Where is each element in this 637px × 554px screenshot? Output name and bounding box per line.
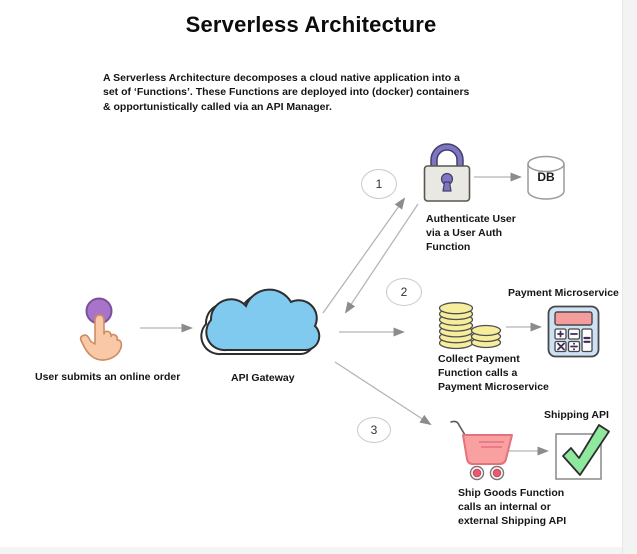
shopping-cart-icon [450, 420, 513, 481]
coin-stacks-icon [438, 302, 502, 350]
padlock-icon [423, 143, 471, 202]
shipping-service-title: Shipping API [544, 409, 609, 421]
db-label: DB [537, 170, 555, 184]
page-edge-bottom [0, 547, 622, 554]
cloud-icon [200, 288, 321, 356]
step-number: 2 [400, 285, 408, 299]
payment-function-caption: Collect Payment Function calls a Payment… [438, 353, 549, 394]
page-edge-right [622, 0, 637, 554]
page-title: Serverless Architecture [185, 12, 437, 37]
step-number: 1 [375, 177, 383, 191]
step-circle-2: 2 [386, 278, 422, 306]
api-gateway-caption: API Gateway [231, 372, 295, 384]
checkmark-icon [555, 424, 610, 480]
step-number: 3 [370, 423, 378, 437]
ship-function-caption: Ship Goods Function calls an internal or… [458, 487, 567, 528]
step-circle-1: 1 [361, 169, 397, 199]
hand-click-icon [79, 297, 123, 361]
description-text: A Serverless Architecture decomposes a c… [103, 72, 470, 113]
user-caption: User submits an online order [35, 371, 181, 383]
database-icon [527, 155, 565, 200]
calculator-icon [547, 305, 600, 358]
arrow-gateway-to-lock [322, 197, 406, 314]
step-circle-3: 3 [357, 417, 391, 443]
arrow-gateway-to-cart [334, 361, 432, 426]
arrow-lock-to-gateway [344, 203, 419, 314]
payment-service-title: Payment Microservice [508, 287, 619, 299]
auth-function-caption: Authenticate User via a User Auth Functi… [426, 213, 516, 254]
